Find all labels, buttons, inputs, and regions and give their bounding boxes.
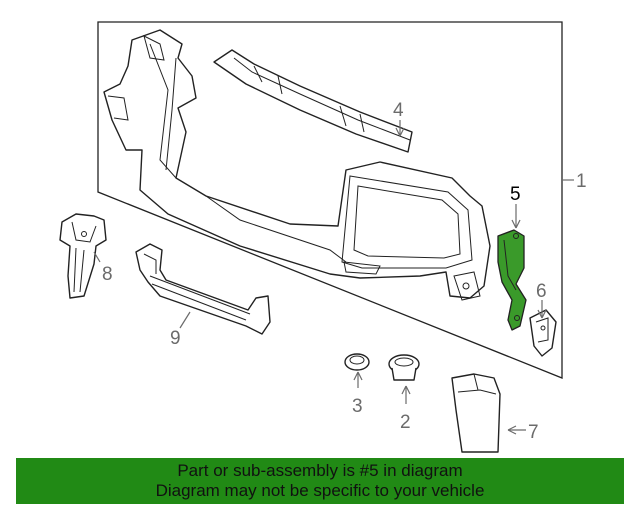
- lower-baffle-part-9: [135, 243, 271, 335]
- callout-4: 4: [393, 100, 404, 121]
- part-info-banner: Part or sub-assembly is #5 in diagram Di…: [16, 458, 624, 504]
- upper-tie-bar: [213, 49, 413, 153]
- leader-lines: [93, 120, 574, 435]
- callout-7: 7: [528, 422, 539, 443]
- highlighted-bracket-part-5: [497, 229, 527, 331]
- radiator-support-frame: [103, 29, 491, 301]
- callout-6: 6: [536, 281, 547, 302]
- callout-8: 8: [102, 264, 113, 285]
- callout-9: 9: [170, 328, 181, 349]
- callout-5: 5: [510, 184, 521, 205]
- grommet-part-3: [344, 353, 370, 371]
- callout-2: 2: [400, 412, 411, 433]
- insulator-part-2: [388, 354, 420, 381]
- assembly-panel-outline: [97, 21, 563, 379]
- exploded-parts-diagram: 1 4 5 6 8 9 3 2 7: [59, 21, 587, 453]
- air-deflector-part-7: [451, 373, 501, 453]
- callout-1: 1: [576, 171, 587, 192]
- hood-latch-support-part-8: [59, 213, 107, 299]
- banner-line-part-number: Part or sub-assembly is #5 in diagram: [177, 461, 463, 480]
- banner-line-disclaimer: Diagram may not be specific to your vehi…: [155, 481, 485, 500]
- callout-3: 3: [352, 396, 363, 417]
